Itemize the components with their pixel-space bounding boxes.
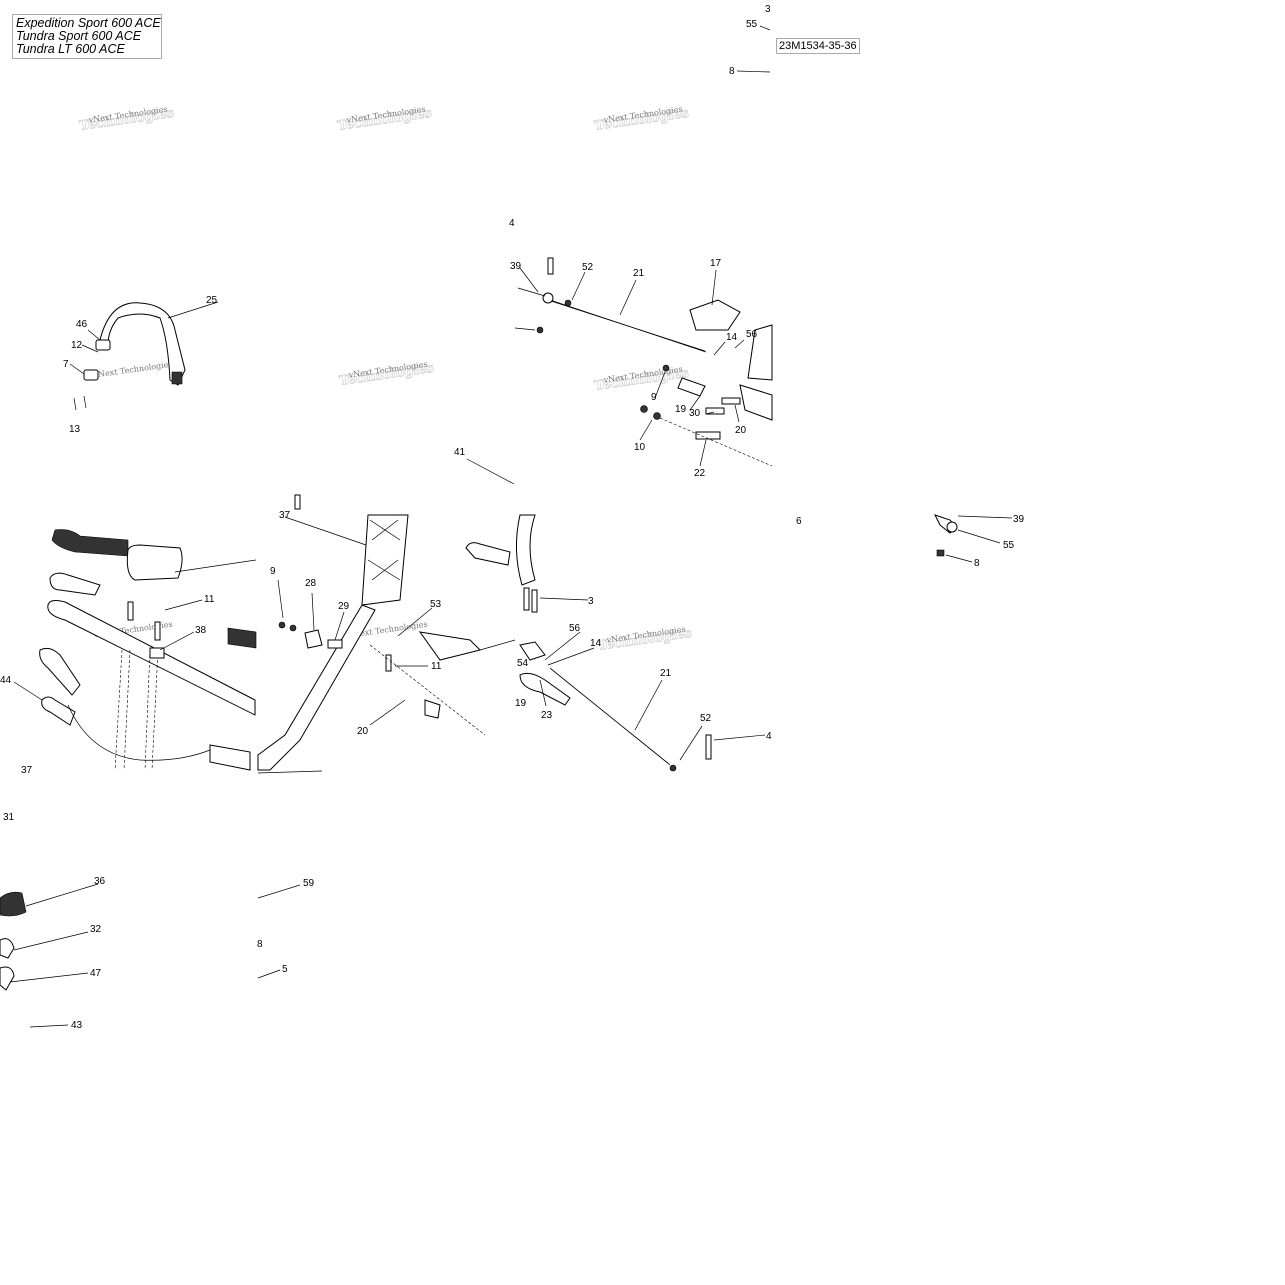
callout: 53 bbox=[430, 599, 442, 610]
callout: 47 bbox=[90, 968, 102, 979]
callout: 7 bbox=[63, 359, 69, 370]
callout: 56 bbox=[569, 623, 581, 634]
callout: 30 bbox=[689, 408, 701, 419]
callout: 14 bbox=[590, 638, 602, 649]
callout: 20 bbox=[735, 425, 747, 436]
tile-steering-top bbox=[466, 257, 773, 485]
callout: 8 bbox=[974, 558, 980, 569]
callout: 20 bbox=[357, 726, 369, 737]
callout: 11 bbox=[431, 661, 442, 672]
model-name: Tundra Sport 600 ACE bbox=[16, 29, 142, 43]
callout: 4 bbox=[766, 731, 772, 742]
callout: 59 bbox=[303, 878, 315, 889]
callout: 23 bbox=[541, 710, 553, 721]
callout: 55 bbox=[746, 19, 758, 30]
callout-labels: 3 55 8 4 39 52 21 17 56 14 9 19 30 20 10… bbox=[0, 4, 1025, 1031]
tile-tie-rod-end bbox=[934, 514, 1013, 563]
callout: 19 bbox=[675, 404, 687, 415]
callout: 52 bbox=[582, 262, 594, 273]
callout: 9 bbox=[270, 566, 276, 577]
watermark-text: vNext Technologies bbox=[92, 360, 173, 380]
callout: 28 bbox=[305, 578, 317, 589]
callout: 13 bbox=[69, 424, 81, 435]
callout: 38 bbox=[195, 625, 207, 636]
callout: 41 bbox=[454, 447, 466, 458]
callout: 31 bbox=[3, 812, 15, 823]
callout: 36 bbox=[94, 876, 106, 887]
callout: 32 bbox=[90, 924, 102, 935]
callout: 21 bbox=[660, 668, 672, 679]
tile-handle bbox=[69, 301, 219, 411]
callout: 25 bbox=[206, 295, 218, 306]
callout: 29 bbox=[338, 601, 350, 612]
diagram-reference: 23M1534-35-36 bbox=[776, 38, 860, 54]
tile-handlebar bbox=[13, 529, 257, 771]
callout: 54 bbox=[517, 658, 529, 669]
callout: 44 bbox=[0, 675, 12, 686]
callout: 6 bbox=[796, 516, 802, 527]
callout: 5 bbox=[282, 964, 288, 975]
model-list: Expedition Sport 600 ACE Tundra Sport 60… bbox=[12, 14, 162, 59]
callout: 37 bbox=[21, 765, 33, 776]
callout: 46 bbox=[76, 319, 88, 330]
callout: 10 bbox=[634, 442, 646, 453]
callout: 9 bbox=[651, 392, 657, 403]
tile-hoses bbox=[0, 770, 323, 1028]
callout: 55 bbox=[1003, 540, 1015, 551]
model-name: Tundra LT 600 ACE bbox=[16, 42, 125, 56]
callout: 19 bbox=[515, 698, 527, 709]
callout: 8 bbox=[257, 939, 263, 950]
callout: 3 bbox=[588, 596, 594, 607]
callout: 22 bbox=[694, 468, 706, 479]
callout: 8 bbox=[729, 66, 735, 77]
callout: 21 bbox=[633, 268, 645, 279]
callout: 14 bbox=[726, 332, 738, 343]
callout: 37 bbox=[279, 510, 291, 521]
callout: 56 bbox=[746, 329, 758, 340]
callout: 43 bbox=[71, 1020, 83, 1031]
callout: 11 bbox=[204, 594, 215, 605]
callout: 39 bbox=[510, 261, 522, 272]
callout: 4 bbox=[509, 218, 515, 229]
model-name: Expedition Sport 600 ACE bbox=[16, 16, 161, 30]
callout: 12 bbox=[71, 340, 83, 351]
callout: 39 bbox=[1013, 514, 1025, 525]
callout: 17 bbox=[710, 258, 722, 269]
callout: 52 bbox=[700, 713, 712, 724]
tile-tie-rod bbox=[465, 514, 766, 772]
callout: 3 bbox=[765, 4, 771, 15]
tile-steering-column bbox=[257, 494, 516, 771]
